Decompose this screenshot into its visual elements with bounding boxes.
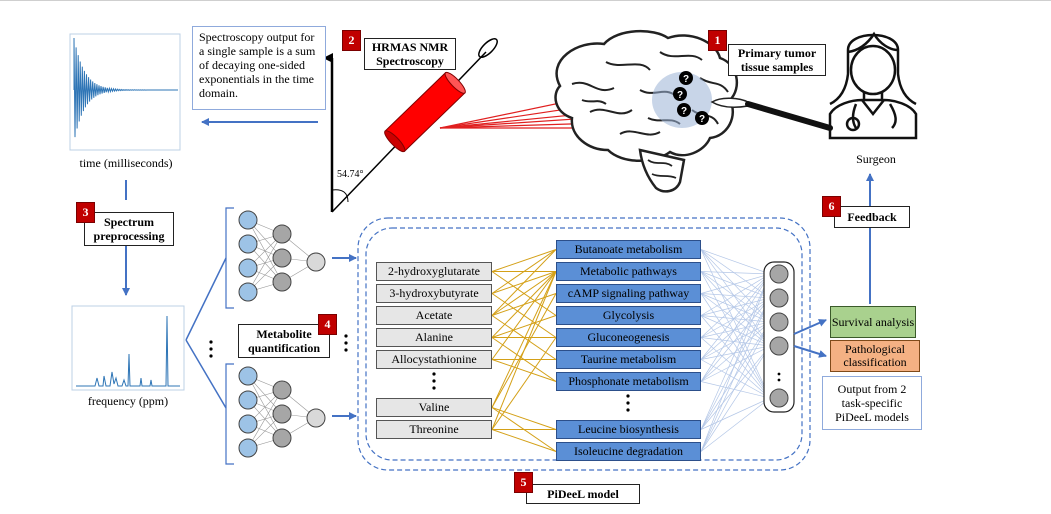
tumor-sample-marker	[677, 103, 691, 117]
network-node	[769, 388, 789, 408]
tumor-sample-marker	[695, 111, 709, 125]
tumor-sample-marker	[679, 71, 693, 85]
metabolite-box: Alanine	[376, 328, 492, 347]
ellipsis-dots	[209, 334, 781, 412]
question-mark-text: ?	[683, 74, 689, 85]
network-node	[769, 312, 789, 332]
pidee-outer-frame	[357, 217, 811, 471]
step-badge-3: 3	[76, 202, 95, 223]
network-node	[238, 258, 258, 278]
network-node	[238, 414, 258, 434]
brain-illustration	[554, 29, 739, 193]
step-badge-1: 1	[708, 30, 727, 51]
network-node	[272, 272, 292, 292]
network-node	[238, 234, 258, 254]
metabolite-box: Valine	[376, 398, 492, 417]
feedback-step-label: Feedback	[834, 206, 910, 228]
model-step-label: PiDeeL model	[526, 484, 640, 504]
network-node	[238, 210, 258, 230]
network-node	[272, 428, 292, 448]
nmr-step-label: HRMAS NMR Spectroscopy	[364, 38, 456, 70]
network-node	[238, 438, 258, 458]
tumor-sample-markers: ????	[673, 71, 709, 125]
spectroscopy-note: Spectroscopy output for a single sample …	[192, 26, 326, 110]
step-badge-4: 4	[318, 314, 337, 335]
network-node	[238, 366, 258, 386]
step-badge-2: 2	[342, 30, 361, 51]
pathway-box: Butanoate metabolism	[556, 240, 701, 259]
scalpel-icon	[710, 97, 833, 131]
output-layer-nodes	[769, 264, 789, 408]
step-badge-6: 6	[822, 196, 841, 217]
metabolite-box: 3-hydroxybutyrate	[376, 284, 492, 303]
question-mark-text: ?	[681, 106, 687, 117]
metabolite-box: Allocystathionine	[376, 350, 492, 369]
network-node	[272, 248, 292, 268]
output-note: Output from 2 task-specific PiDeeL model…	[822, 376, 922, 430]
network-node	[272, 224, 292, 244]
pathway-box: Leucine biosynthesis	[556, 420, 701, 439]
network-node	[769, 264, 789, 284]
network-node	[769, 288, 789, 308]
pidee-inner-frame	[365, 227, 803, 461]
network-node	[306, 408, 326, 428]
nmr-apparatus	[323, 38, 498, 213]
neural-networks	[238, 210, 326, 458]
metabolite-box: 2-hydroxyglutarate	[376, 262, 492, 281]
pathway-box: Glycolysis	[556, 306, 701, 325]
top-border	[0, 0, 1051, 1]
network-node	[769, 336, 789, 356]
question-mark-text: ?	[677, 90, 683, 101]
time-domain-plot	[69, 33, 181, 151]
pathway-box: Gluconeogenesis	[556, 328, 701, 347]
network-node	[306, 252, 326, 272]
question-mark-text: ?	[699, 114, 705, 125]
surgeon-caption: Surgeon	[856, 152, 896, 166]
pathway-box: Metabolic pathways	[556, 262, 701, 281]
pathway-output-links	[700, 249, 771, 452]
network-node	[272, 380, 292, 400]
tumor-step-label: Primary tumor tissue samples	[728, 44, 826, 76]
pathological-classification-output: Pathological classification	[830, 340, 920, 372]
pathway-box: Phosphonate metabolism	[556, 372, 701, 391]
frequency-axis-caption: frequency (ppm)	[87, 394, 169, 408]
frequency-plot	[71, 305, 185, 391]
metabolite-pathway-links	[491, 249, 557, 452]
network-node	[272, 404, 292, 424]
network-node	[238, 282, 258, 302]
time-axis-caption: time (milliseconds)	[79, 156, 173, 170]
surgeon-icon	[828, 31, 918, 140]
metabolite-box: Threonine	[376, 420, 492, 439]
pathway-box: Taurine metabolism	[556, 350, 701, 369]
step-badge-5: 5	[514, 472, 533, 493]
preprocessing-step-label: Spectrum preprocessing	[84, 212, 174, 246]
magic-angle-label: 54.74°	[337, 169, 364, 180]
survival-analysis-output: Survival analysis	[830, 306, 916, 338]
quantification-step-label: Metabolite quantification	[238, 324, 330, 358]
metabolite-box: Acetate	[376, 306, 492, 325]
tumor-sample-marker	[673, 87, 687, 101]
network-node	[238, 390, 258, 410]
pathway-box: cAMP signaling pathway	[556, 284, 701, 303]
pathway-box: Isoleucine degradation	[556, 442, 701, 461]
